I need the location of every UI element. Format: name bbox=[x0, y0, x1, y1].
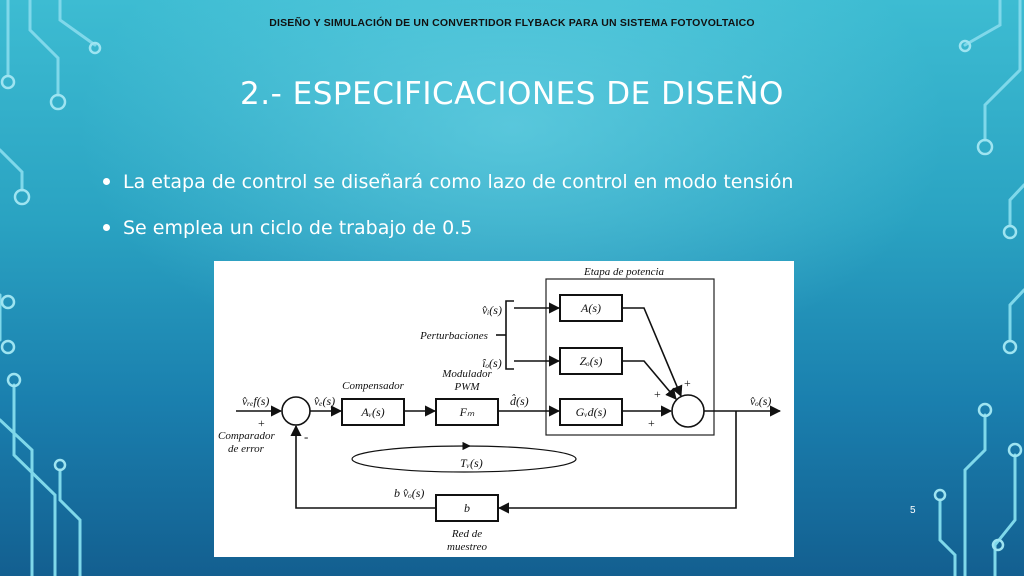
output-summing-junction bbox=[671, 394, 705, 428]
slide-title: 2.- ESPECIFICACIONES DE DISEÑO bbox=[240, 76, 784, 112]
error-signal-label: v̂ₑ(s) bbox=[314, 394, 335, 408]
block-av-label: Aᵥ(s) bbox=[360, 405, 384, 419]
minus-sign: - bbox=[304, 429, 308, 444]
block-diagram-svg: Etapa de potencia A(s) Zₒ(s) Gᵥd(s) Aᵥ(s… bbox=[218, 266, 782, 553]
output-signal-label: v̂ₒ(s) bbox=[750, 394, 771, 408]
network-label-line1: Red de bbox=[451, 528, 482, 540]
bullet-list: La etapa de control se diseñará como laz… bbox=[101, 168, 921, 260]
disturbances-label: Perturbaciones bbox=[419, 330, 488, 342]
bullet-item: La etapa de control se diseñará como laz… bbox=[101, 168, 921, 214]
disturbance-vi-label: v̂ᵢ(s) bbox=[482, 303, 502, 317]
comparator-label-line1: Comparador bbox=[218, 430, 276, 442]
error-comparator-junction bbox=[281, 396, 311, 426]
block-gvd-label: Gᵥd(s) bbox=[576, 405, 607, 419]
control-block-diagram: Etapa de potencia A(s) Zₒ(s) Gᵥd(s) Aᵥ(s… bbox=[214, 261, 794, 557]
modulator-label-line1: Modulador bbox=[441, 368, 492, 380]
loop-gain-label: Tᵥ(s) bbox=[460, 456, 483, 470]
block-a-label: A(s) bbox=[580, 301, 601, 315]
bullet-text: Se emplea un ciclo de trabajo de 0.5 bbox=[123, 217, 473, 239]
feedback-signal-label: b v̂ₒ(s) bbox=[394, 486, 424, 500]
bullet-text: La etapa de control se diseñará como laz… bbox=[123, 171, 794, 193]
duty-signal-label: d̂(s) bbox=[510, 394, 529, 408]
presentation-header: DISEÑO Y SIMULACIÓN DE UN CONVERTIDOR FL… bbox=[269, 17, 755, 29]
page-number: 5 bbox=[910, 505, 916, 516]
block-b-label: b bbox=[464, 501, 470, 515]
plus-sign: + bbox=[648, 416, 655, 430]
block-zo-label: Zₒ(s) bbox=[580, 354, 603, 368]
comparator-label-line2: de error bbox=[228, 443, 265, 455]
network-label-line2: muestreo bbox=[447, 541, 487, 553]
modulator-label-line2: PWM bbox=[453, 381, 480, 393]
compensator-label: Compensador bbox=[342, 380, 404, 392]
disturbance-io-label: îₒ(s) bbox=[482, 356, 501, 370]
plus-sign: + bbox=[258, 416, 265, 430]
bullet-item: Se emplea un ciclo de trabajo de 0.5 bbox=[101, 214, 921, 260]
power-stage-frame bbox=[545, 278, 715, 436]
plus-sign: + bbox=[654, 387, 661, 401]
input-signal-label: v̂ᵣₑf(s) bbox=[242, 394, 269, 408]
bullet-dot-icon bbox=[103, 224, 110, 231]
power-stage-label: Etapa de potencia bbox=[583, 266, 665, 278]
plus-sign: + bbox=[684, 376, 691, 390]
block-fm-label: Fₘ bbox=[459, 405, 475, 419]
bullet-dot-icon bbox=[103, 178, 110, 185]
